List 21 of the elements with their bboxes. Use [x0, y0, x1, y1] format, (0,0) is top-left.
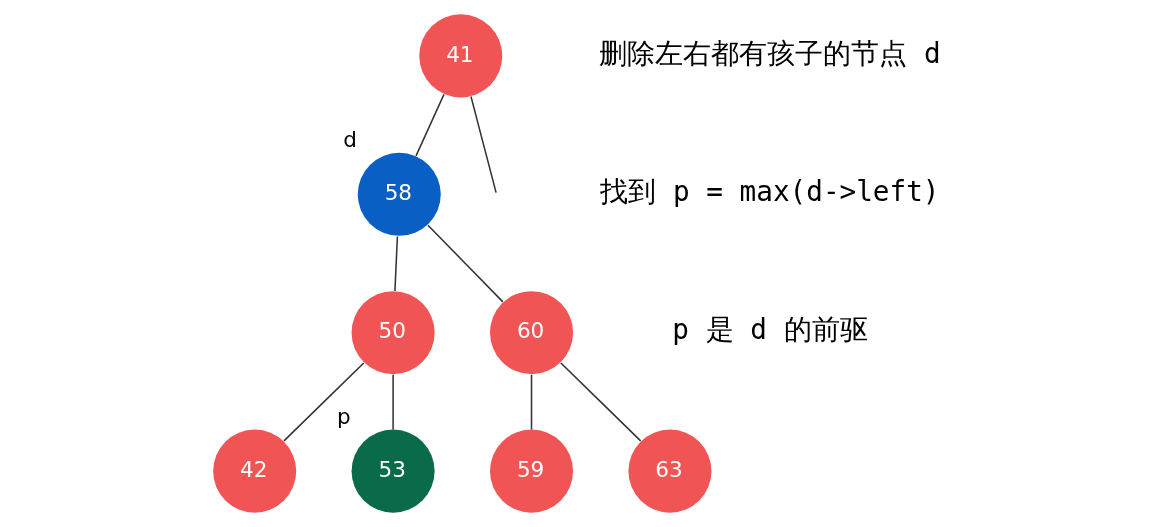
- connector: [393, 235, 398, 292]
- connector: [391, 374, 394, 431]
- node-circle: 53: [351, 429, 435, 513]
- connector: [414, 93, 445, 157]
- node-circle: 50: [351, 291, 435, 375]
- node-circle: 41: [418, 14, 502, 98]
- node-circle: 58: [357, 152, 441, 236]
- label: 找到 p = max(d->left): [599, 175, 940, 209]
- connector: [530, 374, 532, 431]
- node-circle: 63: [627, 429, 711, 513]
- node-circle: 60: [489, 291, 573, 375]
- label: p 是 d 的前驱: [671, 313, 868, 347]
- connector: [469, 95, 497, 194]
- connector: [559, 362, 641, 442]
- label: 删除左右都有孩子的节点 d: [598, 36, 941, 70]
- connector: [282, 362, 364, 442]
- node-label: p: [336, 403, 351, 429]
- node-label: d: [342, 126, 357, 152]
- connector: [426, 224, 504, 303]
- node-circle: 59: [489, 429, 573, 513]
- node-circle: 42: [212, 429, 296, 513]
